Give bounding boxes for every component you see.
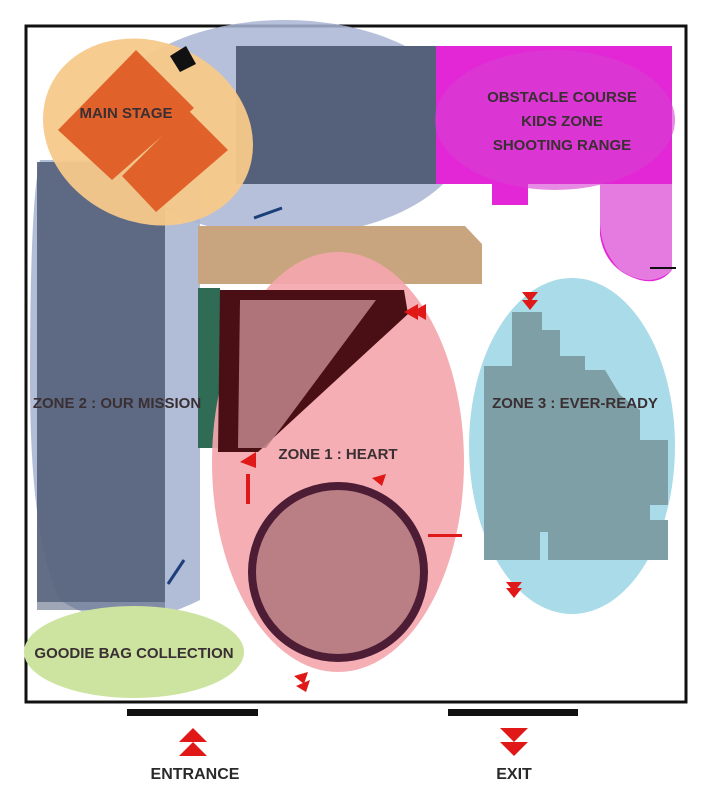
arrow-stem [246, 474, 250, 504]
main-stage-label: MAIN STAGE [79, 105, 172, 122]
zone2-dark-block-lower [37, 430, 165, 610]
zone1-circle [248, 482, 428, 662]
green-strip [198, 288, 220, 448]
goodie-bag-oval [24, 606, 244, 698]
activity-zone-lower-tint [600, 184, 672, 280]
stage-block-lower [122, 110, 228, 212]
zone3-booths [484, 312, 668, 560]
arrow-stem [428, 534, 462, 537]
arrow-icon [372, 474, 386, 486]
activity-zone-highlight [435, 50, 675, 190]
entrance-door [127, 709, 258, 716]
stage-block-upper [58, 50, 194, 180]
activity-label-1: OBSTACLE COURSE [487, 89, 637, 106]
arrow-icon [506, 582, 522, 592]
arrow-icon [412, 304, 426, 320]
exit-label: EXIT [496, 766, 532, 783]
arrow-icon [522, 300, 538, 310]
stage-dark-corner [170, 46, 196, 72]
entrance-label: ENTRANCE [151, 766, 240, 783]
activity-label-2: KIDS ZONE [521, 113, 603, 130]
entrance-arrow-icon [179, 728, 207, 756]
arrow-icon [506, 588, 522, 598]
zone3-label: ZONE 3 : EVER-READY [492, 395, 658, 412]
dark-hall-block [236, 46, 436, 184]
activity-label-3: SHOOTING RANGE [493, 137, 631, 154]
zone1-label: ZONE 1 : HEART [278, 446, 397, 463]
goodie-bag-label: GOODIE BAG COLLECTION [34, 645, 233, 662]
marker-dash-2 [166, 559, 186, 585]
zone1-inner-square [238, 300, 376, 448]
arrow-icon [522, 292, 538, 302]
exit-door [448, 709, 578, 716]
zone2-label: ZONE 2 : OUR MISSION [33, 395, 201, 412]
arrow-icon [240, 452, 256, 468]
arrow-icon [296, 680, 310, 692]
marker-dash-1 [253, 206, 283, 220]
arrow-icon [404, 304, 418, 320]
arrow-icon [294, 672, 308, 684]
exit-arrow-icon [500, 728, 528, 756]
flow-arrows [240, 292, 538, 692]
